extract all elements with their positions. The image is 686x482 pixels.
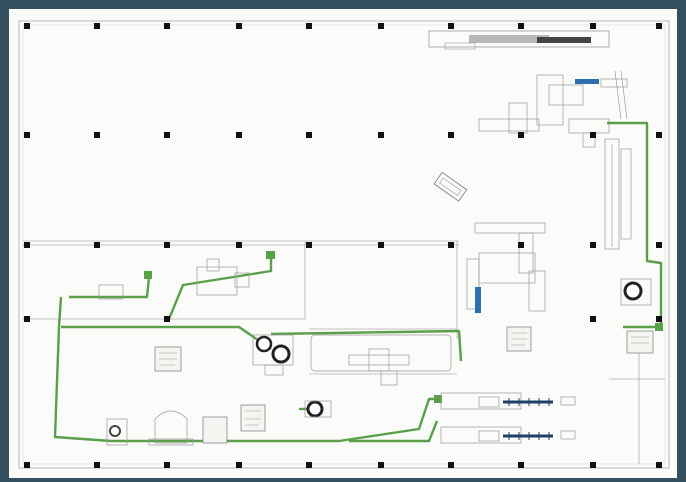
diagonal-unit bbox=[433, 171, 468, 202]
conveyor-right-loop bbox=[607, 121, 663, 327]
structural-column bbox=[24, 462, 30, 468]
structural-column bbox=[164, 316, 170, 322]
structural-column bbox=[306, 242, 312, 248]
conveyor-lower-run bbox=[249, 397, 439, 443]
structural-column bbox=[236, 23, 242, 29]
conveyor-stops bbox=[144, 251, 663, 403]
drum-units bbox=[109, 281, 643, 437]
upper-left-machine bbox=[98, 258, 250, 300]
conveyor-main-loop bbox=[53, 296, 249, 443]
structural-column bbox=[448, 132, 454, 138]
structural-column bbox=[448, 23, 454, 29]
structural-column bbox=[306, 462, 312, 468]
conveyor-left-riser bbox=[69, 276, 151, 299]
structural-column bbox=[236, 132, 242, 138]
structural-column bbox=[448, 242, 454, 248]
structural-column bbox=[590, 132, 596, 138]
floor-plan-sheet bbox=[9, 9, 677, 478]
upper-right-machine bbox=[478, 70, 628, 148]
structural-column bbox=[94, 23, 100, 29]
structural-column bbox=[656, 462, 662, 468]
structural-column bbox=[164, 242, 170, 248]
conveyor-left-riser2 bbox=[167, 257, 273, 320]
blue-feeder-top bbox=[575, 79, 599, 84]
structural-column bbox=[24, 316, 30, 322]
conveyor-main-top bbox=[61, 325, 272, 350]
structural-column bbox=[590, 23, 596, 29]
blue-feeder-center bbox=[475, 287, 481, 313]
structural-column bbox=[236, 242, 242, 248]
conveyor-network bbox=[53, 121, 663, 443]
structural-column bbox=[164, 23, 170, 29]
structural-column bbox=[378, 23, 384, 29]
structural-column bbox=[518, 462, 524, 468]
structural-column bbox=[656, 132, 662, 138]
structural-column bbox=[24, 242, 30, 248]
screw-ticks bbox=[508, 398, 550, 440]
building-inner-outline bbox=[22, 24, 666, 465]
structural-column bbox=[236, 462, 242, 468]
structural-column bbox=[656, 23, 662, 29]
structural-column bbox=[164, 132, 170, 138]
structural-column bbox=[24, 132, 30, 138]
cabinet-details bbox=[159, 332, 649, 426]
round-tank-unit bbox=[148, 410, 194, 446]
conveyor-bottom-run bbox=[349, 420, 439, 443]
structural-column bbox=[590, 462, 596, 468]
screw-conveyors bbox=[503, 400, 553, 438]
structural-column bbox=[94, 462, 100, 468]
drum-icon bbox=[623, 281, 643, 301]
drum-icon bbox=[306, 400, 324, 418]
drum-icon bbox=[271, 344, 291, 364]
conveyor-middle-run bbox=[270, 329, 463, 362]
drum-housings bbox=[106, 278, 652, 446]
center-right-machine bbox=[466, 222, 546, 312]
top-line-machine bbox=[428, 30, 610, 50]
structural-column bbox=[518, 23, 524, 29]
structural-column bbox=[378, 132, 384, 138]
structural-column bbox=[164, 462, 170, 468]
drum-icon bbox=[109, 425, 121, 437]
structural-column bbox=[518, 242, 524, 248]
structural-column bbox=[590, 316, 596, 322]
structural-column bbox=[448, 462, 454, 468]
structural-column bbox=[656, 316, 662, 322]
column-grid bbox=[24, 23, 662, 468]
structural-column bbox=[306, 132, 312, 138]
factory-layout-plan bbox=[18, 20, 670, 469]
structural-column bbox=[306, 23, 312, 29]
structural-column bbox=[94, 242, 100, 248]
cabinets bbox=[154, 326, 654, 444]
structural-column bbox=[94, 132, 100, 138]
right-vertical-line bbox=[604, 138, 632, 250]
middle-process-line bbox=[310, 334, 452, 386]
structural-column bbox=[378, 242, 384, 248]
structural-column bbox=[24, 23, 30, 29]
structural-column bbox=[378, 462, 384, 468]
structural-column bbox=[590, 242, 596, 248]
structural-column bbox=[656, 242, 662, 248]
drum-icon bbox=[255, 335, 273, 353]
structural-column bbox=[518, 132, 524, 138]
building-outline bbox=[18, 20, 670, 469]
